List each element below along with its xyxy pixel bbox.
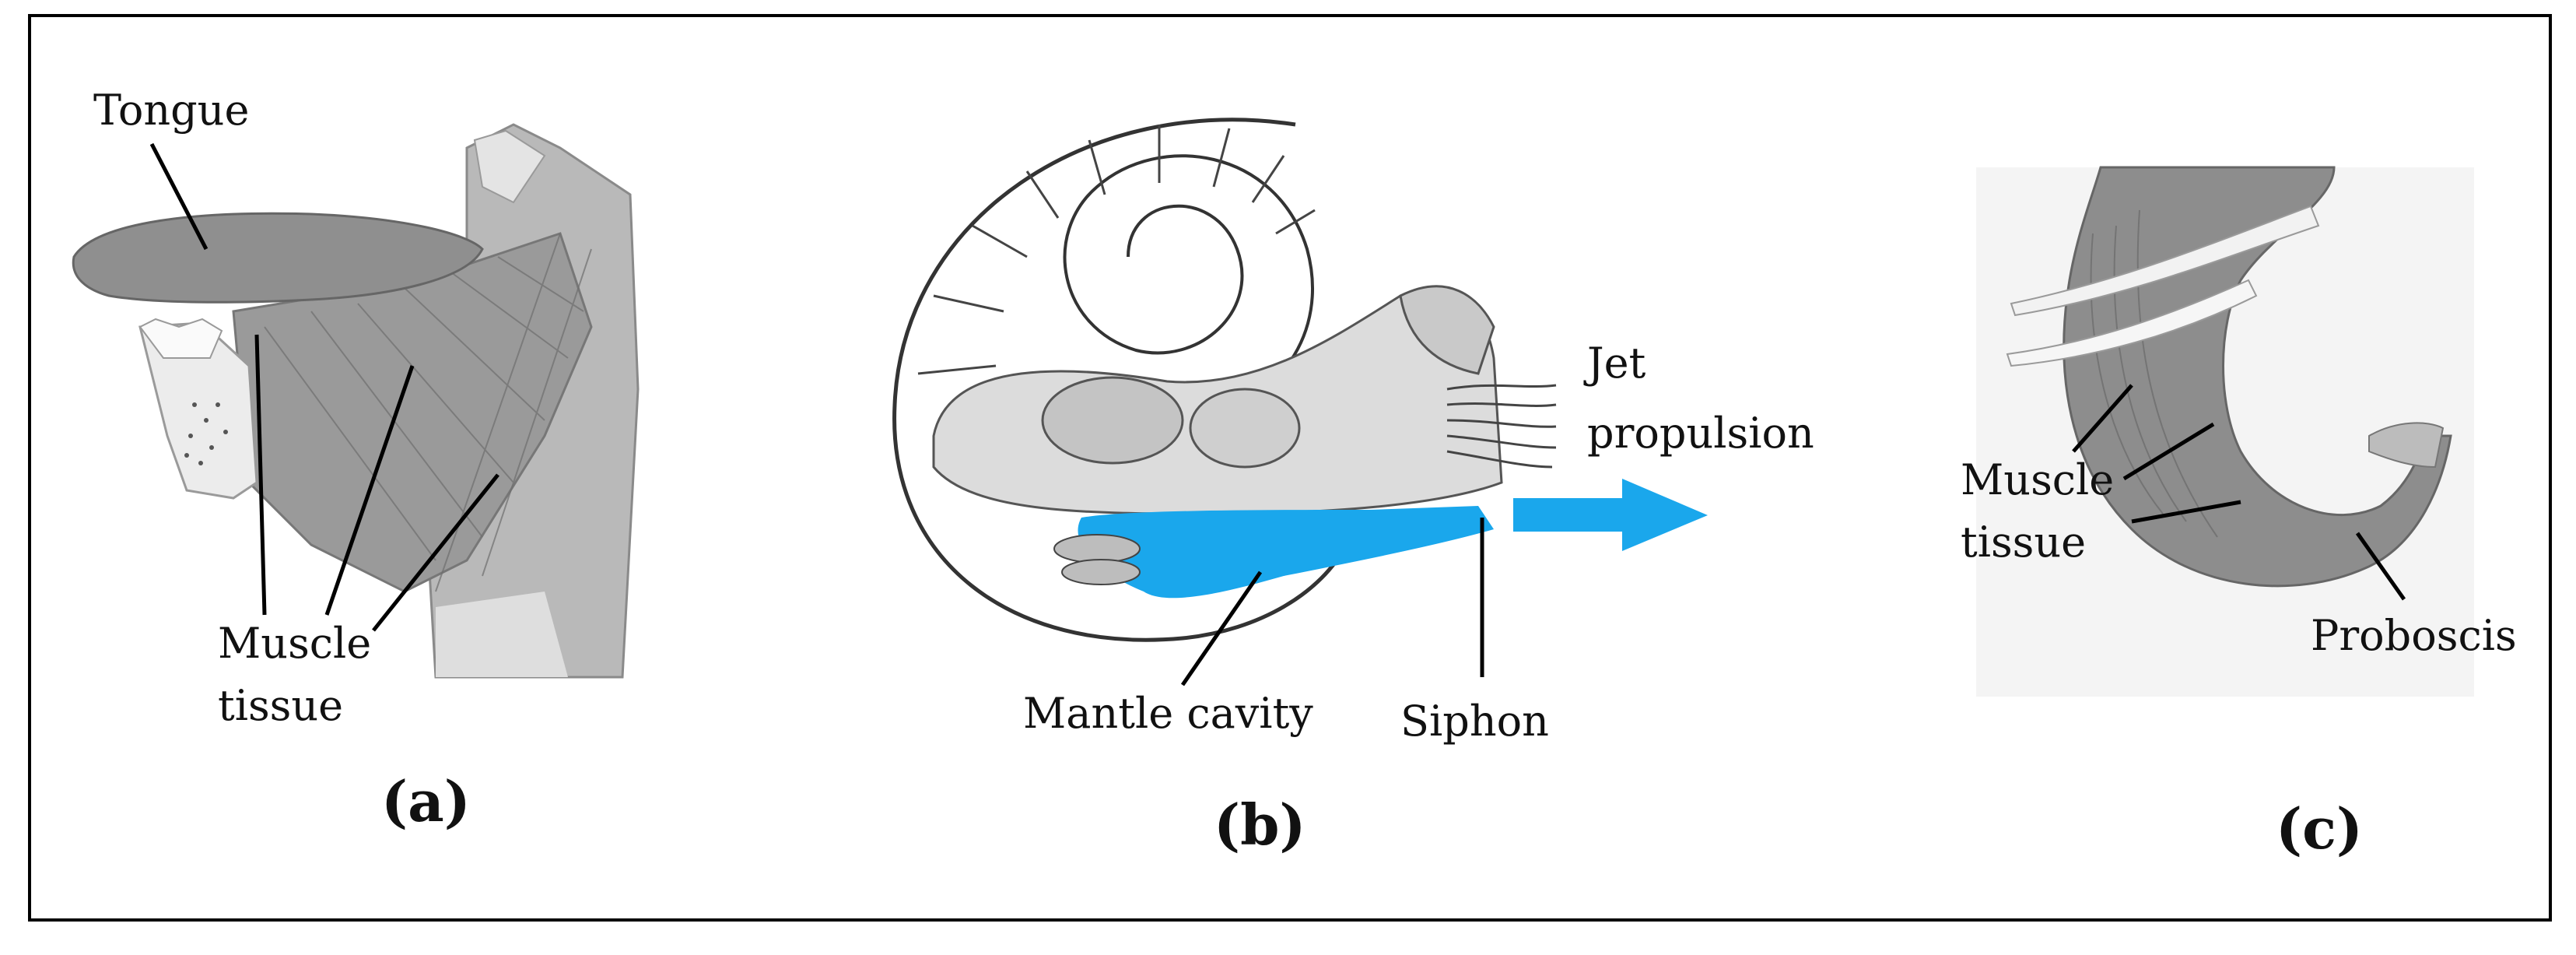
tusk-upper [2010, 205, 2320, 317]
figure-border [28, 14, 2552, 922]
mantle-cavity-highlight [1078, 506, 1494, 599]
shell-septa [917, 125, 1316, 375]
caption-a: (a) [381, 768, 471, 834]
tongue-leader-line [149, 142, 209, 251]
label-muscle: Muscle [218, 619, 371, 668]
label-jet: Jet [1583, 339, 1646, 388]
tentacles [1446, 384, 1557, 469]
jet-propulsion-arrow [1513, 479, 1708, 551]
label-tissue-c: tissue [1961, 518, 2086, 567]
muscle-leader-line-1 [254, 334, 267, 616]
proboscis-tip [2368, 422, 2445, 469]
gills [1053, 534, 1141, 585]
caption-c: (c) [2276, 795, 2363, 862]
label-proboscis: Proboscis [2311, 611, 2517, 660]
muscle-leader-line-c1 [2072, 384, 2133, 453]
bone-texture-dots [184, 402, 228, 465]
nautilus-shell-outline [892, 118, 1348, 642]
hyoid-light [436, 592, 568, 677]
tusk-lower [2006, 279, 2258, 367]
nautilus-hood [1399, 285, 1495, 375]
label-tissue: tissue [218, 681, 343, 730]
trunk-fibers [2090, 209, 2218, 538]
caption-b: (b) [1214, 792, 1306, 858]
teeth [138, 318, 223, 359]
label-siphon: Siphon [1400, 697, 1549, 746]
muscle-leader-line-c2 [2122, 422, 2215, 481]
nautilus-spiral [1063, 154, 1315, 422]
bone-highlight [473, 129, 546, 204]
panel-c: Muscle tissue Proboscis (c) [1961, 166, 2517, 862]
organ-illustration [1041, 376, 1184, 465]
label-propulsion: propulsion [1587, 409, 1814, 458]
muscle-leader-line-c3 [2131, 500, 2241, 524]
tongue-illustration [72, 212, 484, 304]
muscle-fibers [264, 233, 592, 592]
proboscis-leader-line [2355, 532, 2406, 601]
organ-illustration-2 [1189, 388, 1301, 469]
label-mantle-cavity: Mantle cavity [1023, 689, 1313, 738]
label-muscle-c: Muscle [1961, 455, 2114, 504]
label-tongue: Tongue [93, 86, 249, 135]
mantle-leader-line [1180, 571, 1263, 686]
panel-a: Tongue Muscle tissue (a) [72, 86, 640, 834]
muscle-leader-line-2 [324, 365, 415, 616]
muscle-leader-line-3 [372, 473, 499, 632]
panel-b: Jet propulsion Mantle cavity Siphon (b) [892, 118, 1814, 858]
